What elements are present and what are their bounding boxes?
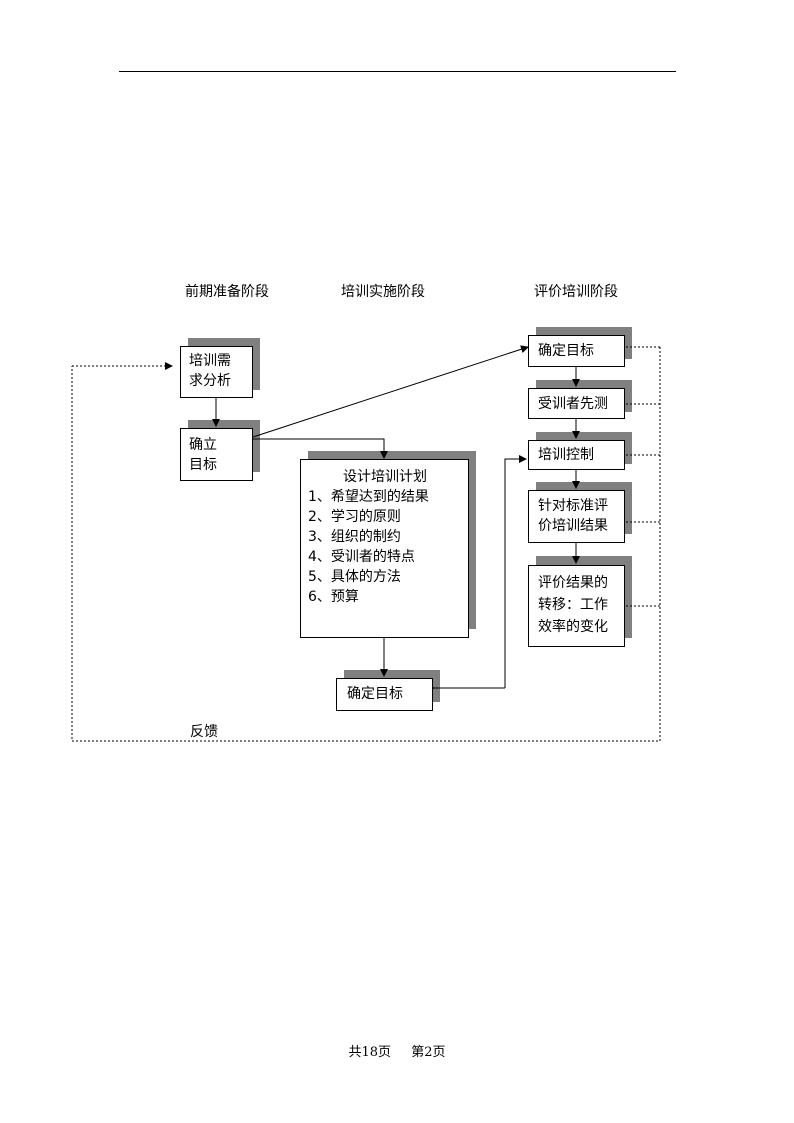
bottom-goal-label: 确定目标 [347,686,403,702]
training-plan-box: 设计培训计划 1、希望达到的结果 2、学习的原则 3、组织的制约 4、受训者的特… [300,459,469,638]
stage-implementation-label: 培训实施阶段 [341,284,425,300]
pretest-label: 受训者先测 [538,396,608,412]
plan-item: 6、预算 [308,589,359,605]
stage-preparation-label: 前期准备阶段 [185,284,269,300]
arrow-goals-to-determine [252,345,529,438]
set-goals-line1: 确立 [189,437,217,453]
evaluate-results-box: 针对标准评 价培训结果 [528,490,625,543]
plan-item: 5、具体的方法 [308,569,401,585]
needs-analysis-box: 培训需 求分析 [180,346,253,398]
needs-analysis-line2: 求分析 [189,373,231,389]
plan-title: 设计培训计划 [343,469,427,485]
transfer-line3: 效率的变化 [538,619,608,635]
footer-current-page: 第2页 [411,1045,446,1060]
plan-item: 4、受训者的特点 [308,549,415,565]
plan-item: 1、希望达到的结果 [308,489,429,505]
plan-item: 3、组织的制约 [308,529,401,545]
plan-item: 2、学习的原则 [308,509,401,525]
arrow-to-control [504,455,527,688]
set-goals-box: 确立 目标 [180,428,253,481]
control-box: 培训控制 [528,440,625,470]
header-rule [119,71,676,72]
determine-goals-box: 确定目标 [528,335,625,367]
arrow-goals-to-plan [253,438,388,459]
transfer-line2: 转移：工作 [538,597,608,613]
feedback-label: 反馈 [190,724,218,740]
page-footer: 共18页 第2页 [0,1041,794,1060]
evaluate-results-line1: 针对标准评 [538,498,608,514]
feedback-loop [71,346,661,742]
stage-evaluation-label: 评价培训阶段 [534,284,618,300]
bottom-goal-box: 确定目标 [336,678,433,711]
evaluate-results-line2: 价培训结果 [538,518,608,534]
pretest-box: 受训者先测 [528,388,625,419]
control-label: 培训控制 [538,447,594,463]
transfer-line1: 评价结果的 [538,575,608,591]
needs-analysis-line1: 培训需 [189,353,231,369]
set-goals-line2: 目标 [189,457,217,473]
footer-total-pages: 共18页 [348,1045,392,1060]
transfer-box: 评价结果的 转移：工作 效率的变化 [528,565,625,647]
determine-goals-label: 确定目标 [538,343,594,359]
